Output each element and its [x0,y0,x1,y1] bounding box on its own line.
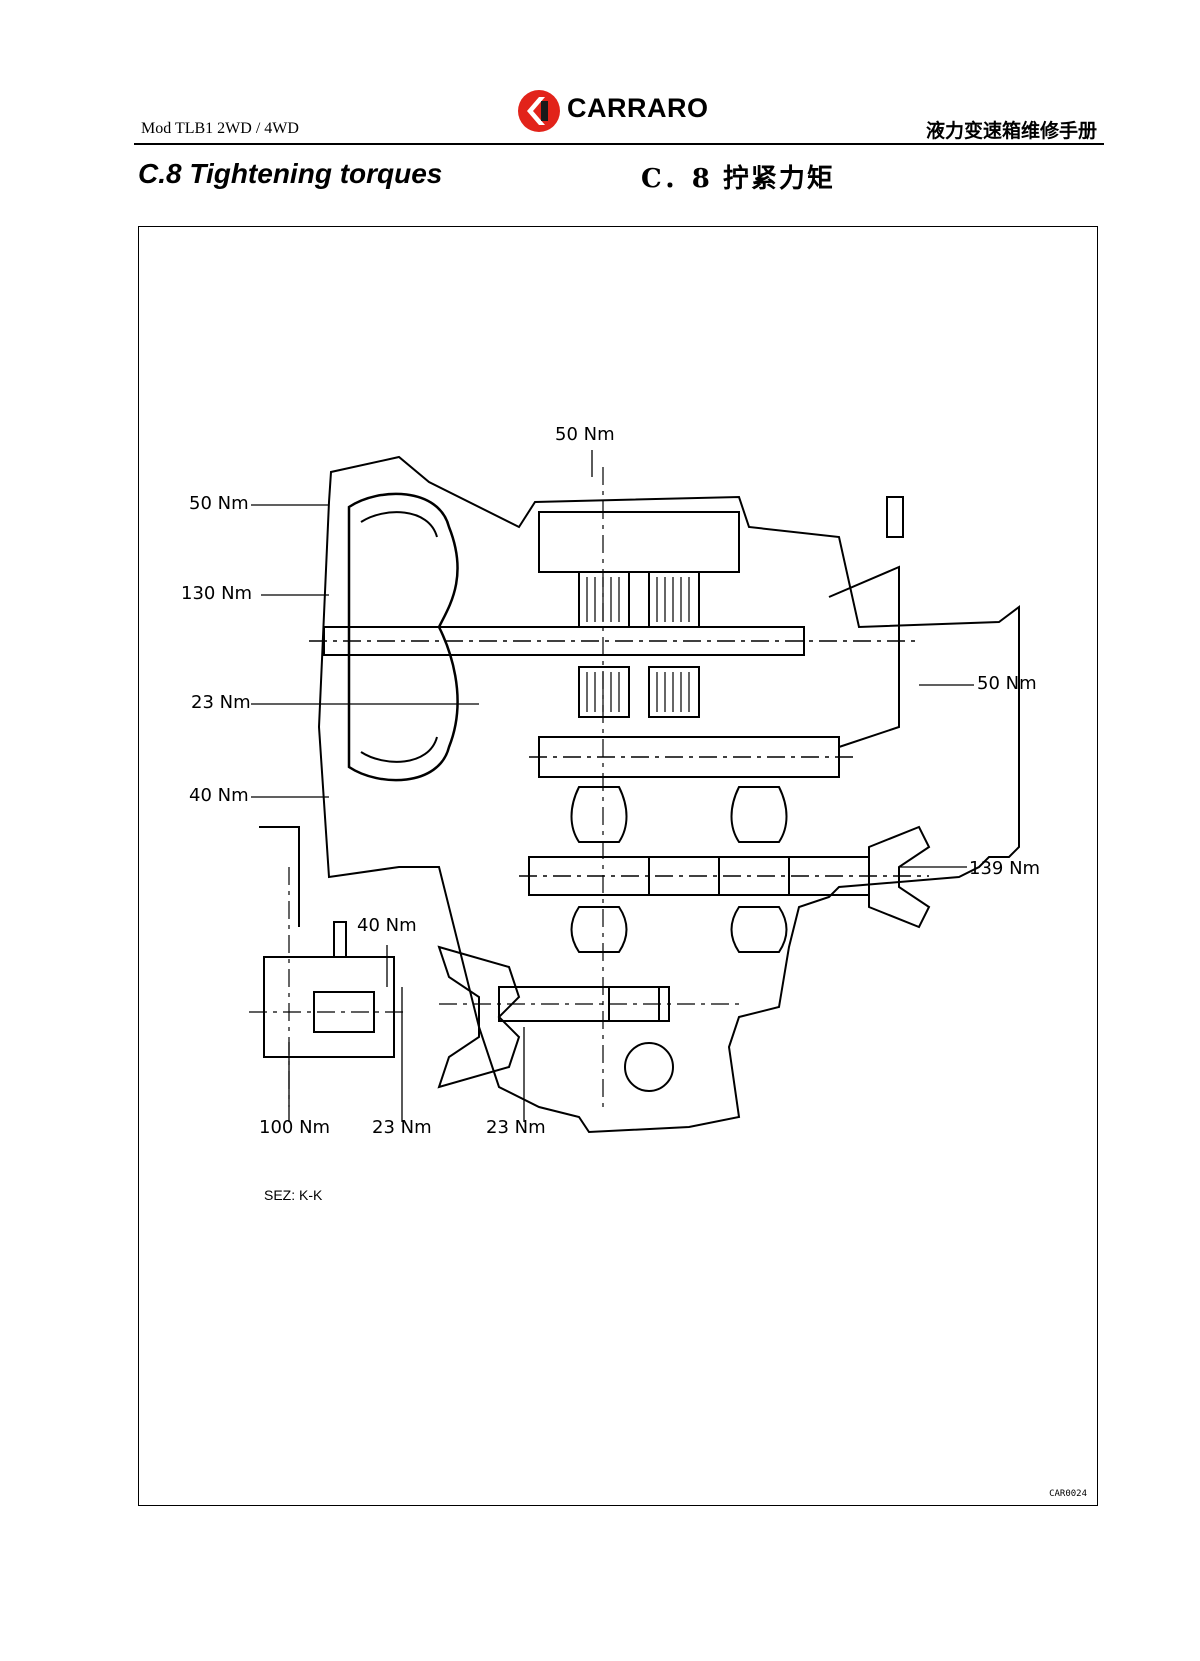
torque-label-bottom-3: 23 Nm [486,1117,546,1138]
torque-label-bottom-2: 23 Nm [372,1117,432,1138]
transmission-section-drawing [249,450,1020,1134]
carraro-logo-icon [518,90,560,132]
model-label: Mod TLB1 2WD / 4WD [141,120,299,137]
section-title-en: C.8 Tightening torques [138,158,443,189]
figure-code: CAR0024 [1049,1489,1087,1499]
manual-title: 液力变速箱维修手册 [925,120,1097,142]
torque-label-top: 50 Nm [555,424,615,445]
torque-label-right-2: 139 Nm [969,858,1041,879]
torque-label-left-2: 130 Nm [181,583,253,604]
torque-label-left-4: 40 Nm [189,785,249,806]
brand-name: CARRARO [567,93,709,123]
section-note: SEZ: K-K [264,1187,323,1203]
torque-label-left-1: 50 Nm [189,493,249,514]
torque-label-bottom-1: 100 Nm [259,1117,331,1138]
torque-label-left-3: 23 Nm [191,692,251,713]
brand-logo: CARRARO [515,87,708,135]
torque-label-inset: 40 Nm [357,915,417,936]
header-rule [134,143,1104,145]
torque-label-right-1: 50 Nm [977,673,1037,694]
torque-figure: 50 Nm 50 Nm 130 Nm 23 Nm 40 Nm 50 Nm 139… [138,226,1098,1506]
section-title-zh: C．8 拧紧力矩 [641,164,835,194]
